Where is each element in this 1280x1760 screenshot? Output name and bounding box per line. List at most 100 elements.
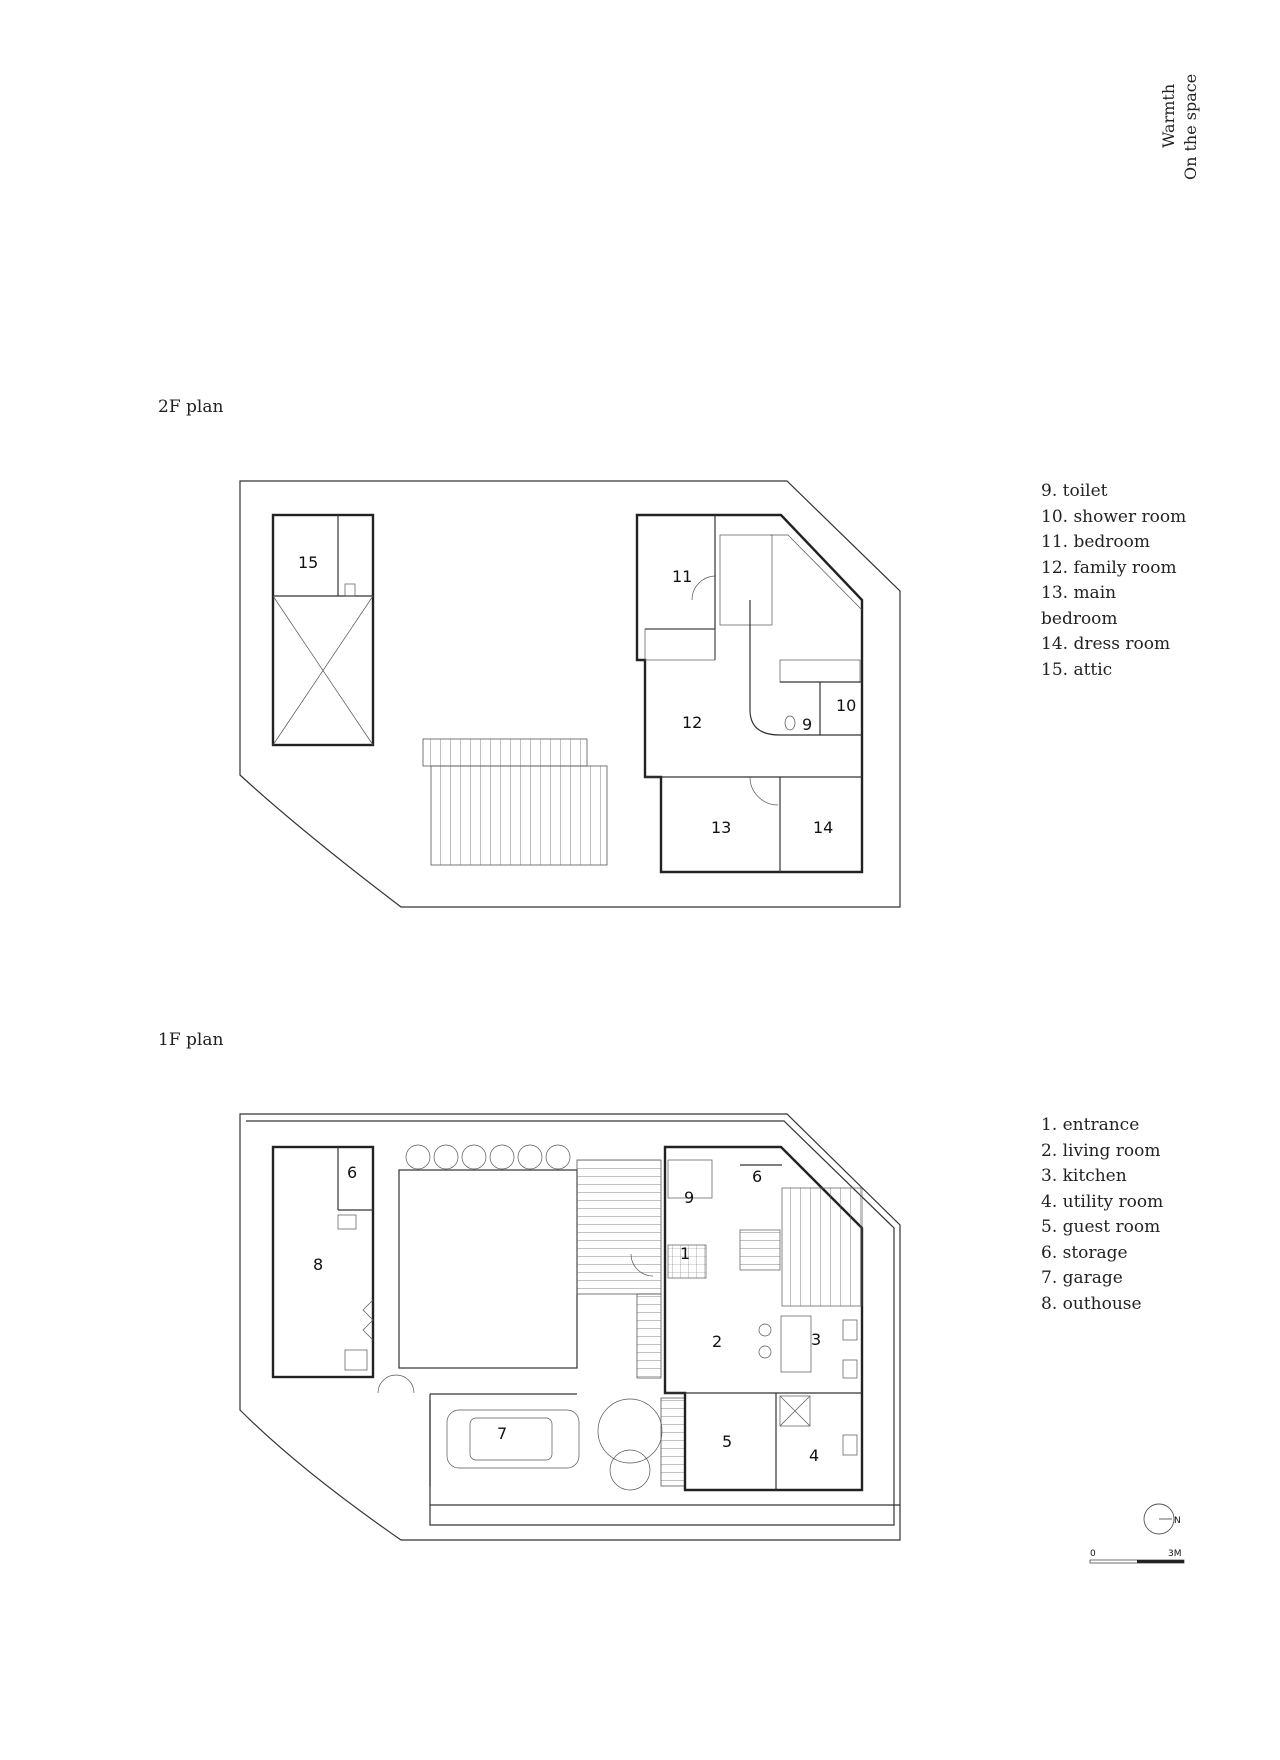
legend-item: 4. utility room <box>1041 1191 1164 1212</box>
attic-wall <box>271 513 375 747</box>
deck-lower <box>430 765 608 866</box>
room-label: 2 <box>712 1332 722 1351</box>
plan-label-2f: 2F plan <box>158 397 224 417</box>
room-label: 7 <box>497 1424 507 1443</box>
planter-icon <box>433 1144 459 1170</box>
legend-item: 15. attic <box>1041 659 1113 680</box>
legend-item: 12. family room <box>1041 557 1177 578</box>
legend-item: 6. storage <box>1041 1242 1128 1263</box>
closet-11 <box>644 628 716 661</box>
deck-1f-side <box>636 1293 662 1379</box>
room-label: 6 <box>752 1167 762 1186</box>
stove-icon <box>842 1319 858 1341</box>
room-label: 13 <box>711 818 731 837</box>
room-label: 12 <box>682 713 702 732</box>
plan-1f: 6 8 9 6 1 2 3 7 5 4 <box>239 1113 901 1541</box>
legend-1f: 1. entrance 2. living room 3. kitchen 4.… <box>1041 1113 1163 1317</box>
sink-icon <box>842 1359 858 1379</box>
stool-icon <box>758 1323 772 1337</box>
plan-2f: 15 11 12 9 10 13 14 <box>239 480 901 908</box>
legend-2f: 9. toilet 10. shower room 11. bedroom 12… <box>1041 479 1186 683</box>
utility-sink-icon <box>842 1434 858 1456</box>
room-label: 3 <box>811 1330 821 1349</box>
deck-2f <box>422 738 608 866</box>
scale-start: 0 <box>1090 1549 1096 1559</box>
planter-icon <box>489 1144 515 1170</box>
room-label: 8 <box>313 1255 323 1274</box>
site-outline-1f <box>239 1113 901 1541</box>
room-label: 10 <box>836 696 856 715</box>
closet-2f <box>779 659 861 683</box>
legend-item: 11. bedroom <box>1041 532 1150 552</box>
legend-item: 13. main <box>1041 583 1117 603</box>
scale-end: 3M <box>1168 1549 1182 1559</box>
stool-icon <box>758 1345 772 1359</box>
kitchen-shelf-cross <box>779 1395 811 1427</box>
legend-item: 3. kitchen <box>1041 1166 1127 1186</box>
legend-item: 7. garage <box>1041 1268 1123 1288</box>
toilet-1f <box>667 1159 713 1199</box>
door-swing <box>749 776 779 806</box>
car-roof <box>469 1417 553 1461</box>
garage-wall <box>429 1393 577 1486</box>
site-inner-outline-1f <box>246 1120 895 1526</box>
plan-label-1f: 1F plan <box>158 1030 224 1050</box>
planters <box>405 1144 571 1170</box>
kitchen-shelf <box>779 1395 811 1427</box>
attic-block <box>271 513 375 747</box>
outhouse-stair <box>337 1214 357 1230</box>
stair-void-1f <box>781 1187 863 1307</box>
toilet-fixture <box>784 715 796 731</box>
outhouse-sink <box>344 1349 368 1371</box>
legend-item: bedroom <box>1041 608 1118 629</box>
legend-item: 2. living room <box>1041 1140 1161 1161</box>
room-label: 5 <box>722 1432 732 1451</box>
outhouse-block <box>271 1145 375 1379</box>
kitchen-island <box>780 1315 812 1373</box>
planter-icon <box>517 1144 543 1170</box>
void-diagonal <box>770 534 863 611</box>
scale-bar: 0 3M <box>1089 1549 1185 1564</box>
car-icon <box>446 1409 580 1469</box>
house-2f-wall <box>635 513 864 874</box>
planter-icon <box>461 1144 487 1170</box>
garage <box>377 1374 580 1486</box>
room-label: 1 <box>680 1244 690 1263</box>
room-labels-2f: 15 11 12 9 10 13 14 <box>298 553 856 837</box>
house-2f <box>635 513 864 874</box>
room-label: 14 <box>813 818 833 837</box>
room-label: 9 <box>684 1188 694 1207</box>
north-arrow: N <box>1143 1503 1181 1535</box>
folding-door <box>362 1299 374 1341</box>
curved-wall <box>749 600 862 736</box>
attic-void-cross <box>272 595 374 746</box>
courtyard <box>398 1169 578 1369</box>
site-outline-2f <box>239 480 901 908</box>
planter-icon <box>545 1144 571 1170</box>
deck-1f-lower <box>660 1397 686 1487</box>
round-planter-icon <box>597 1398 663 1464</box>
legend-item: 1. entrance <box>1041 1115 1140 1135</box>
north-label: N <box>1174 1516 1181 1526</box>
entrance-tiles <box>667 1244 707 1279</box>
stair-2f <box>719 534 773 626</box>
entrance-door <box>630 1253 654 1277</box>
gate-doors <box>377 1374 415 1394</box>
outhouse-wall <box>271 1145 375 1379</box>
legend-item: 10. shower room <box>1041 506 1187 527</box>
deck-upper <box>422 738 588 767</box>
room-label: 6 <box>347 1163 357 1182</box>
room-label: 15 <box>298 553 318 572</box>
legend-item: 8. outhouse <box>1041 1293 1142 1314</box>
room-labels-1f: 6 8 9 6 1 2 3 7 5 4 <box>313 1163 821 1465</box>
stair-1f <box>739 1229 781 1271</box>
compass-icon <box>1143 1503 1175 1535</box>
room-label: 11 <box>672 567 692 586</box>
legend-item: 9. toilet <box>1041 481 1108 501</box>
deck-1f-upper <box>576 1159 662 1295</box>
planter-icon <box>405 1144 431 1170</box>
door-swing <box>691 575 717 601</box>
round-planter-icon <box>609 1449 651 1491</box>
room-label: 9 <box>802 715 812 734</box>
